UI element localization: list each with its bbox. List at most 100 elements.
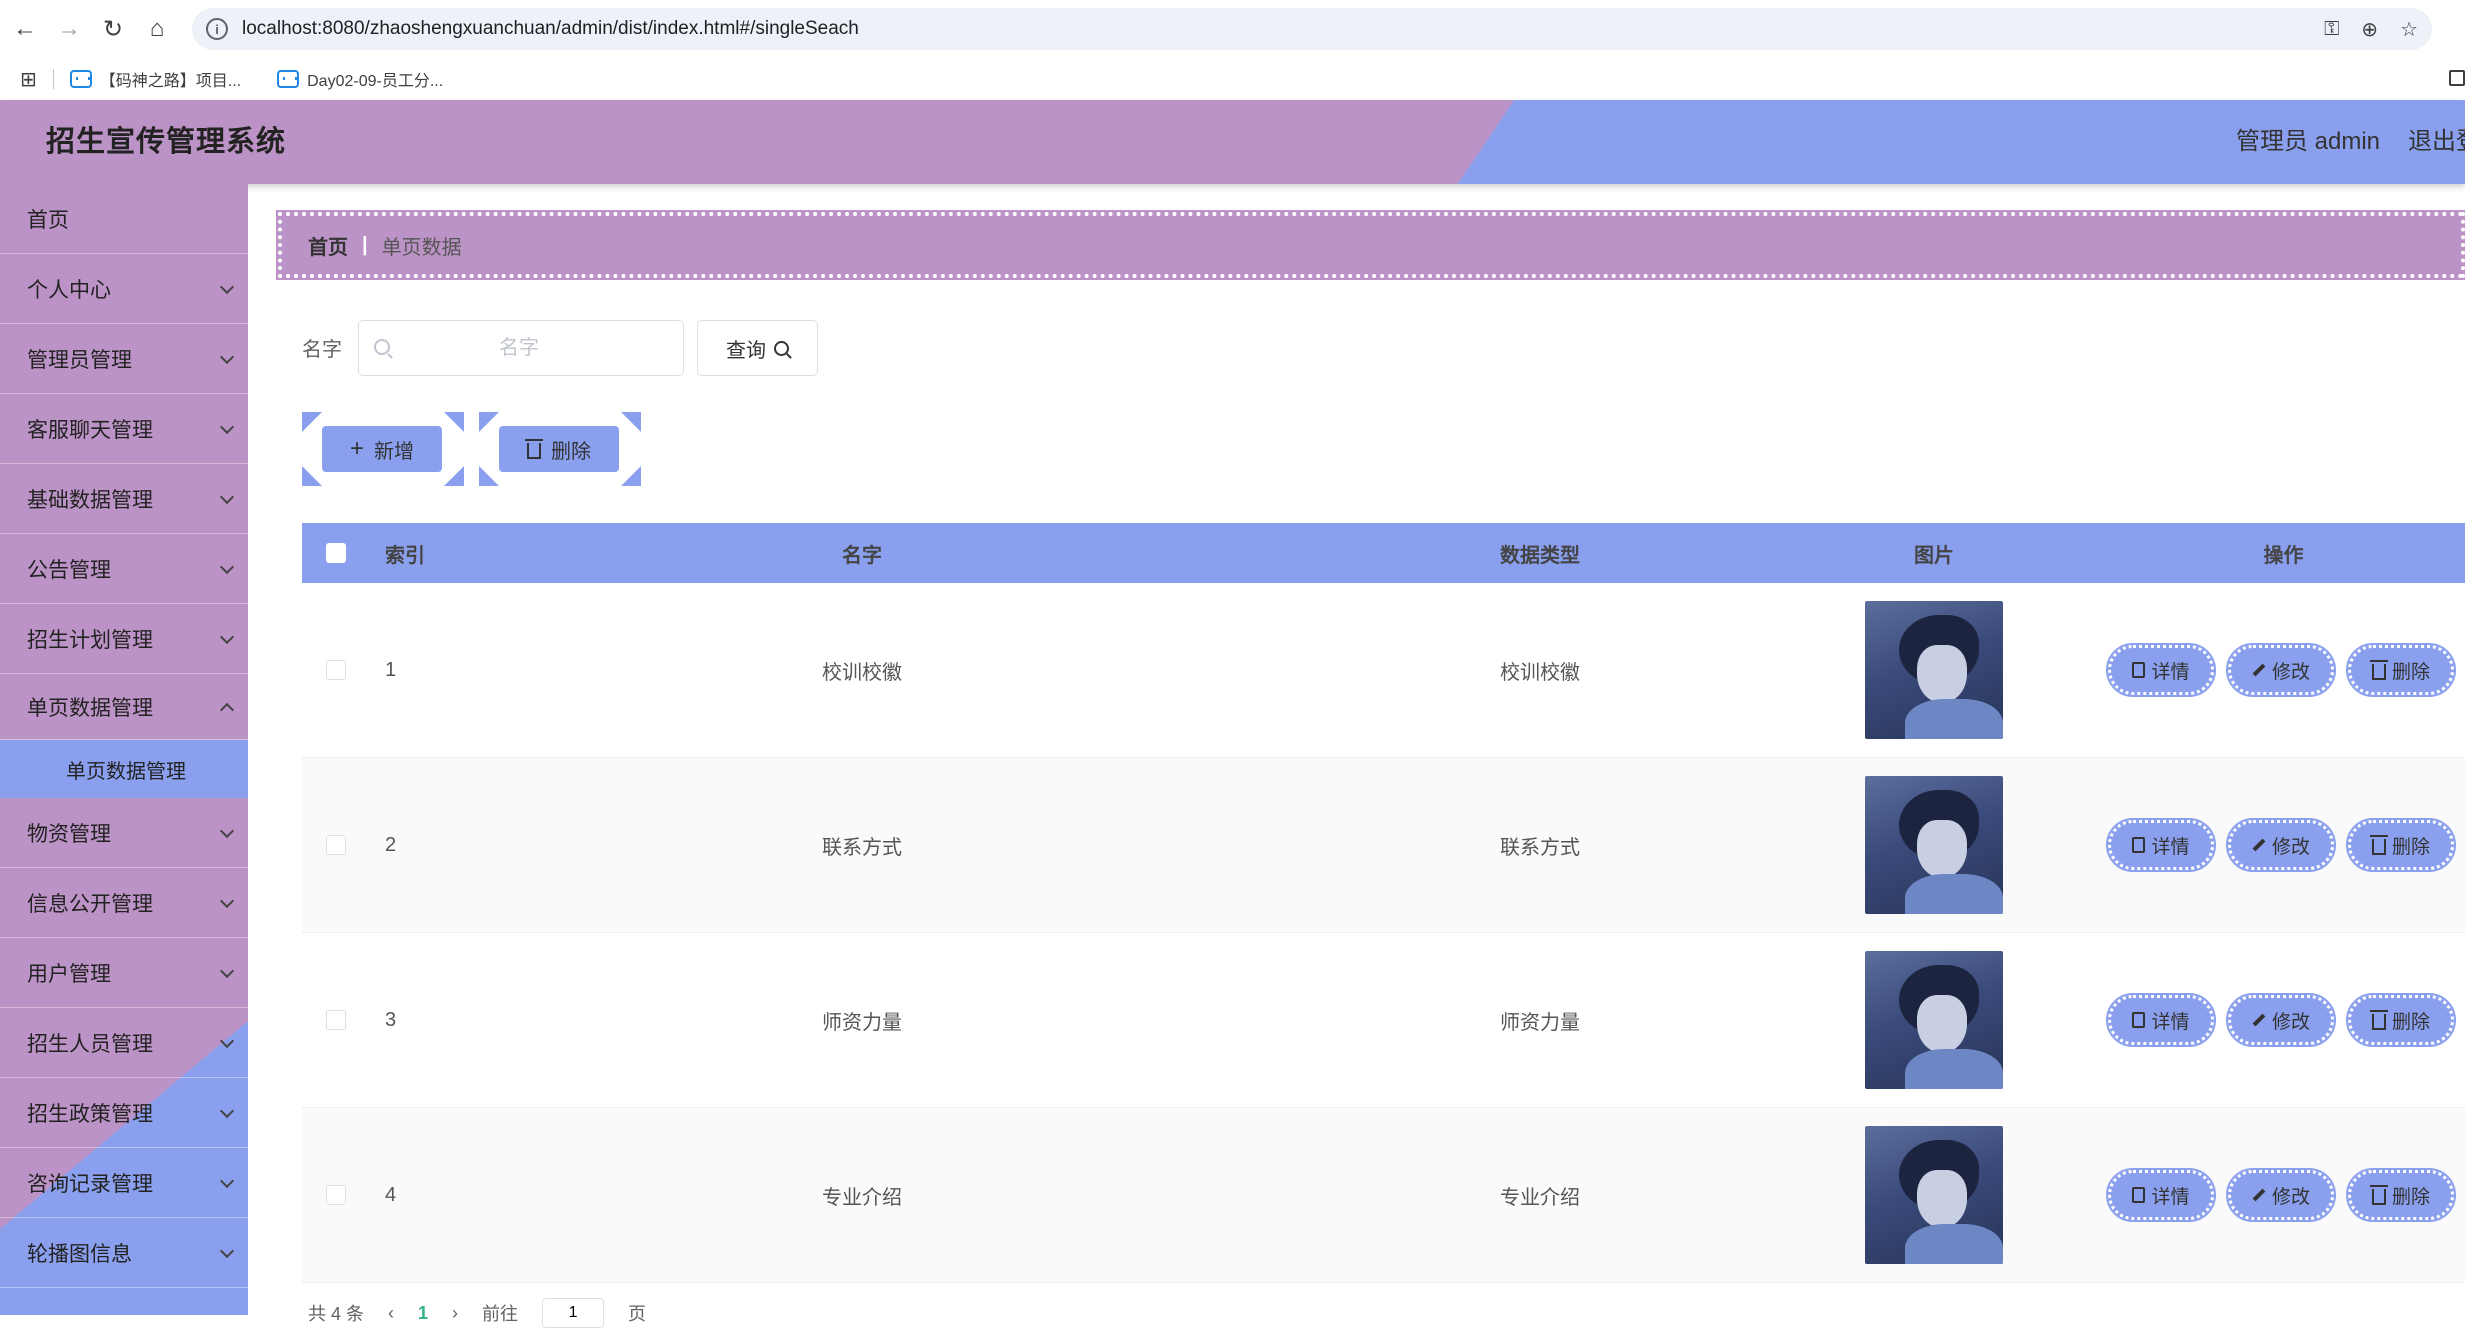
delete-row-button[interactable]: 删除 — [2346, 818, 2456, 872]
sidebar-item-supplies[interactable]: 物资管理 — [0, 798, 248, 868]
sidebar-item-carousel[interactable]: 轮播图信息 — [0, 1218, 248, 1288]
delete-label: 删除 — [2391, 661, 2430, 683]
key-icon[interactable]: ⚿ — [2324, 17, 2340, 40]
prev-page-icon[interactable]: ‹ — [388, 1302, 395, 1323]
detail-button[interactable]: 详情 — [2106, 643, 2216, 697]
sidebar-subitem-single-page[interactable]: 单页数据管理 — [0, 740, 248, 798]
table-row: 3 师资力量 师资力量 详情 修改 删除 — [302, 933, 2465, 1108]
reload-icon[interactable]: ↻ — [102, 15, 124, 43]
bookmark-item[interactable]: 【码神之路】项目... — [69, 67, 242, 91]
row-image[interactable] — [1865, 601, 2003, 739]
search-label: 名字 — [302, 339, 342, 361]
add-button[interactable]: + 新增 — [322, 426, 442, 472]
forward-icon[interactable]: → — [57, 15, 81, 42]
edit-button[interactable]: 修改 — [2226, 818, 2336, 872]
sidebar-item-home[interactable]: 首页 — [0, 184, 248, 254]
batch-delete-button[interactable]: 删除 — [499, 426, 619, 472]
trash-icon — [2369, 1185, 2388, 1205]
detail-label: 详情 — [2151, 836, 2190, 858]
sidebar-menu: 首页 个人中心 管理员管理 客服聊天管理 基础数据管理 公告管理 招生计划管理 … — [0, 184, 248, 1315]
row-checkbox[interactable] — [326, 1010, 346, 1030]
sidebar-item-policy[interactable]: 招生政策管理 — [0, 1078, 248, 1148]
menu-label: 招生政策管理 — [27, 1102, 153, 1126]
detail-button[interactable]: 详情 — [2106, 818, 2216, 872]
sidebar-item-single-page[interactable]: 单页数据管理 — [0, 674, 248, 740]
menu-label: 管理员管理 — [27, 348, 132, 372]
zoom-icon[interactable]: ⊕ — [2361, 18, 2379, 41]
sidebar-item-disclosure[interactable]: 信息公开管理 — [0, 868, 248, 938]
delete-label: 删除 — [2391, 836, 2430, 858]
home-icon[interactable]: ⌂ — [149, 15, 165, 42]
goto-page-input[interactable] — [542, 1298, 605, 1328]
address-bar[interactable]: i localhost:8080/zhaoshengxuanchuan/admi… — [192, 8, 2432, 50]
breadcrumb-home[interactable]: 首页 — [308, 236, 348, 259]
edit-label: 修改 — [2271, 1011, 2310, 1033]
site-info-icon[interactable]: i — [206, 18, 228, 40]
goto-suffix: 页 — [628, 1304, 647, 1324]
column-name: 名字 — [842, 544, 882, 567]
bilibili-icon — [69, 70, 92, 88]
apps-grid-icon[interactable]: ⊞ — [20, 68, 37, 91]
corner-decoration — [621, 412, 641, 432]
table-row: 4 专业介绍 专业介绍 详情 修改 删除 — [302, 1108, 2465, 1283]
edit-label: 修改 — [2271, 836, 2310, 858]
row-image[interactable] — [1865, 951, 2003, 1089]
sidebar-item-basic-data[interactable]: 基础数据管理 — [0, 464, 248, 534]
corner-decoration — [444, 412, 464, 432]
menu-label: 单页数据管理 — [66, 760, 186, 783]
select-all-checkbox[interactable] — [326, 543, 346, 563]
sidebar-item-admin[interactable]: 管理员管理 — [0, 324, 248, 394]
folder-icon[interactable] — [2449, 70, 2465, 86]
sidebar-item-profile[interactable]: 个人中心 — [0, 254, 248, 324]
sidebar-item-consult[interactable]: 咨询记录管理 — [0, 1148, 248, 1218]
page-number[interactable]: 1 — [418, 1302, 429, 1323]
menu-label: 轮播图信息 — [27, 1242, 132, 1266]
row-index: 2 — [385, 833, 397, 856]
row-checkbox[interactable] — [326, 660, 346, 680]
browser-toolbar: ← → ↻ ⌂ i localhost:8080/zhaoshengxuanch… — [0, 0, 2465, 58]
back-icon[interactable]: ← — [13, 15, 37, 42]
star-icon[interactable]: ☆ — [2400, 18, 2418, 41]
bookmark-label: 【码神之路】项目... — [99, 73, 242, 90]
delete-row-button[interactable]: 删除 — [2346, 1168, 2456, 1222]
detail-label: 详情 — [2151, 661, 2190, 683]
delete-row-button[interactable]: 删除 — [2346, 643, 2456, 697]
sidebar-item-notice[interactable]: 公告管理 — [0, 534, 248, 604]
delete-button-label: 删除 — [551, 440, 591, 463]
menu-label: 招生计划管理 — [27, 628, 153, 652]
detail-button[interactable]: 详情 — [2106, 1168, 2216, 1222]
breadcrumb: 首页 | 单页数据 — [276, 210, 2465, 280]
menu-label: 单页数据管理 — [27, 696, 153, 720]
trash-icon — [525, 439, 543, 459]
chevron-up-icon — [219, 702, 235, 717]
menu-label: 咨询记录管理 — [27, 1172, 153, 1196]
edit-icon — [2252, 1013, 2266, 1027]
delete-label: 删除 — [2391, 1186, 2430, 1208]
row-checkbox[interactable] — [326, 835, 346, 855]
app-header: 招生宣传管理系统 管理员 admin 退出登录 — [0, 100, 2465, 184]
sidebar-item-staff[interactable]: 招生人员管理 — [0, 1008, 248, 1078]
row-name: 专业介绍 — [822, 1186, 902, 1209]
delete-row-button[interactable]: 删除 — [2346, 993, 2456, 1047]
search-input[interactable] — [358, 320, 684, 376]
menu-label: 物资管理 — [27, 822, 111, 846]
row-index: 4 — [385, 1183, 397, 1206]
row-image[interactable] — [1865, 1126, 2003, 1264]
sidebar-item-plan[interactable]: 招生计划管理 — [0, 604, 248, 674]
sidebar-item-chat[interactable]: 客服聊天管理 — [0, 394, 248, 464]
detail-button[interactable]: 详情 — [2106, 993, 2216, 1047]
row-image[interactable] — [1865, 776, 2003, 914]
edit-button[interactable]: 修改 — [2226, 993, 2336, 1047]
menu-label: 公告管理 — [27, 558, 111, 582]
bookmark-item[interactable]: Day02-09-员工分... — [277, 67, 443, 91]
sidebar-item-users[interactable]: 用户管理 — [0, 938, 248, 1008]
chevron-down-icon — [219, 559, 235, 574]
next-page-icon[interactable]: › — [452, 1302, 459, 1323]
row-checkbox[interactable] — [326, 1185, 346, 1205]
logout-link[interactable]: 退出登录 — [2408, 128, 2465, 155]
edit-button[interactable]: 修改 — [2226, 1168, 2336, 1222]
query-button[interactable]: 查询 — [697, 320, 818, 376]
row-type: 专业介绍 — [1500, 1186, 1580, 1209]
edit-button[interactable]: 修改 — [2226, 643, 2336, 697]
detail-label: 详情 — [2151, 1011, 2190, 1033]
